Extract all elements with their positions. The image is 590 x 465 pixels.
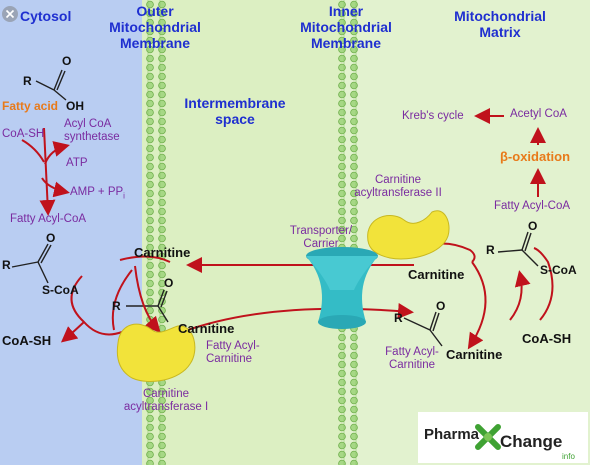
fatty-acyl-coa-label: Fatty Acyl-CoA [10, 213, 87, 225]
inner-fatty-acyl-carnitine-structure [403, 311, 443, 347]
intermembrane-region [142, 0, 342, 465]
transporter-label: Transporter/ Carrier [289, 225, 353, 251]
fatty-acid-structure [35, 69, 67, 101]
fatty-acid-r: R [23, 74, 32, 88]
outer-carnitine-product: Carnitine [178, 321, 235, 336]
cytosol-region [0, 0, 142, 465]
fatty-acyl-coa-structure [11, 243, 52, 284]
krebs-cycle-label: Kreb's cycle [402, 110, 464, 122]
outer-fatty-acyl-carnitine: Fatty Acyl- Carnitine [206, 340, 260, 366]
matrix-coa-sh: CoA-SH [522, 331, 572, 346]
carnitine-acyltransferase-2-label: Carnitine acyltransferase II [354, 174, 442, 200]
logo-box [418, 412, 588, 463]
carnitine-acyltransferase-1-blob [116, 323, 196, 382]
inner-membrane [338, 0, 362, 465]
acetyl-coa-label: Acetyl CoA [510, 108, 567, 120]
matrix-header: Mitochondrial Matrix [454, 8, 546, 41]
matrix-s-coa: S-CoA [540, 263, 577, 277]
carnitine-acyltransferase-2-blob [367, 210, 450, 260]
outer-o: O [164, 276, 174, 290]
reaction-arrows [21, 108, 554, 350]
matrix-fatty-acyl-coa-structure [497, 231, 539, 267]
outer-membrane [142, 0, 166, 465]
logo-text-right: Change [500, 432, 563, 451]
carnitine-top-label: Carnitine [134, 245, 191, 260]
carnitine-acyltransferase-1-label: Carnitine acyltransferase I [123, 388, 209, 414]
inner-o: O [436, 299, 446, 313]
fatty-acid-oh: OH [66, 99, 84, 113]
beta-oxidation-label: β-oxidation [500, 149, 571, 164]
atp-label: ATP [66, 157, 88, 169]
fatty-acyl-coa-r: R [2, 258, 11, 272]
cytosol-header: Cytosol [20, 8, 72, 24]
coa-sh-input: CoA-SH [2, 128, 45, 140]
outer-r: R [112, 299, 121, 313]
acyl-coa-synthetase-label: Acyl CoA synthetase [64, 118, 120, 144]
inner-r: R [394, 311, 403, 325]
amp-ppi-label: AMP + PPi [70, 186, 125, 201]
logo-text-left: Pharma [424, 426, 480, 443]
logo-sub: info [562, 452, 575, 461]
intermembrane-space-label: Intermembrane space [184, 95, 286, 128]
matrix-fatty-acyl-coa-label: Fatty Acyl-CoA [494, 200, 571, 212]
matrix-o: O [528, 219, 538, 233]
coa-sh-output: CoA-SH [2, 333, 52, 348]
inner-membrane-header: Inner Mitochondrial Membrane [300, 3, 392, 52]
outer-membrane-header: Outer Mitochondrial Membrane [109, 3, 201, 52]
fatty-acyl-coa-o: O [46, 231, 56, 245]
matrix-r: R [486, 243, 495, 257]
inner-carnitine-product: Carnitine [446, 347, 503, 362]
logo-x-mark [475, 424, 501, 450]
transporter-carrier-shape [306, 247, 378, 329]
outer-fatty-acyl-carnitine-structure [126, 289, 169, 323]
fatty-acyl-coa-s-coa: S-CoA [42, 283, 79, 297]
fatty-acid-o: O [62, 54, 72, 68]
fatty-acid-label: Fatty acid [2, 99, 59, 113]
inner-carnitine-label: Carnitine [408, 267, 465, 282]
inner-fatty-acyl-carnitine: Fatty Acyl- Carnitine [385, 346, 439, 372]
